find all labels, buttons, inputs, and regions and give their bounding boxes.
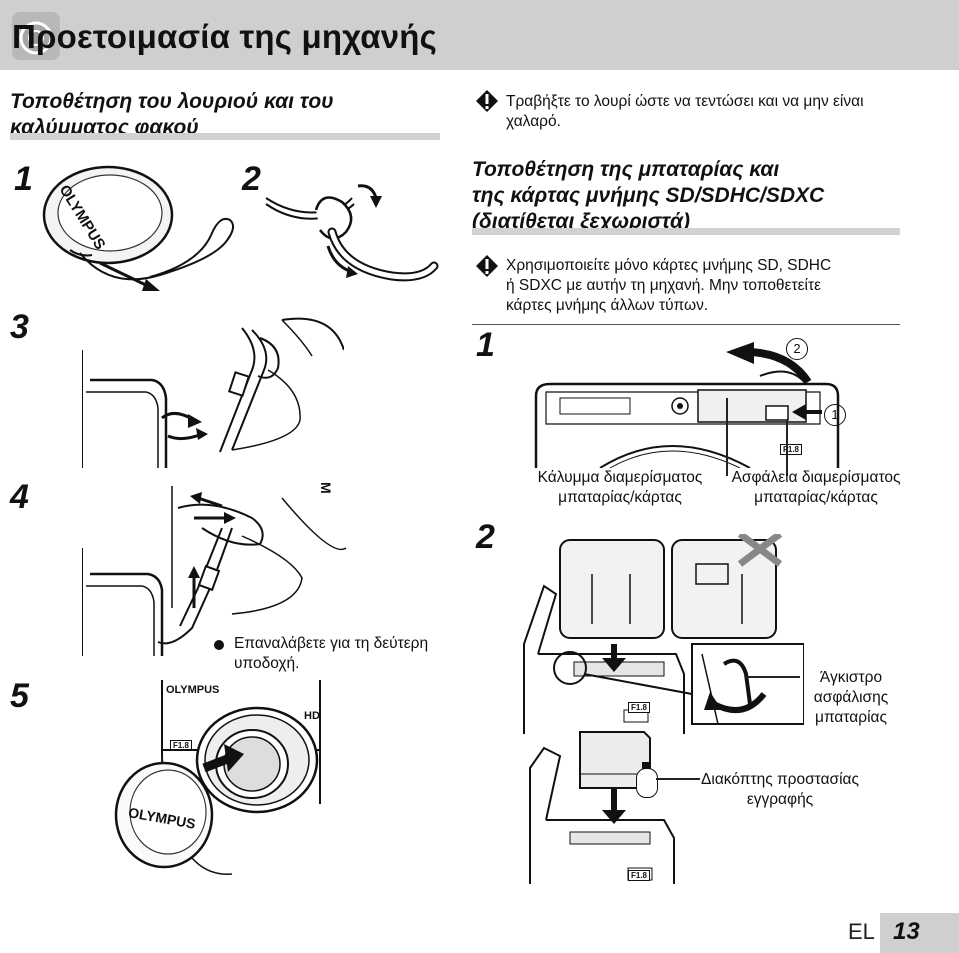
caution-line: ή SDXC με αυτήν τη μηχανή. Μην τοποθετεί… [506, 277, 821, 294]
bullet-line: Επαναλάβετε για τη δεύτερη [234, 635, 429, 652]
divider [472, 324, 900, 325]
section-heading-line: της κάρτας μνήμης SD/SDHC/SDXC [472, 184, 825, 207]
callout-line: Άγκιστρο [819, 669, 883, 686]
caution-line: Χρησιμοποιείτε μόνο κάρτες μνήμης SD, SD… [506, 257, 832, 274]
bullet-line: υποδοχή. [234, 655, 300, 672]
section-heading-battery: Τοποθέτηση της μπαταρίας και της κάρτας … [472, 157, 902, 235]
camera-aperture-label: F1.8 [628, 702, 651, 713]
callout-line: εγγραφής [746, 791, 814, 808]
callout-knob: Άγκιστρο ασφάλισης μπαταρίας [796, 668, 906, 728]
write-protect-switch-icon [636, 768, 658, 798]
page-number: 13 [893, 918, 920, 945]
caution-icon [475, 89, 499, 113]
section-heading-line: (διατίθεται ξεχωριστά) [472, 210, 691, 233]
step-number: 4 [10, 478, 29, 516]
page-header-band [0, 0, 959, 70]
step-number: 1 [476, 326, 495, 364]
battery-insert-illustration [514, 534, 804, 734]
callout-line: Διακόπτης προστασίας [701, 771, 859, 788]
callout-line: Ασφάλεια διαμερίσματος [731, 469, 901, 486]
step-number: 3 [10, 308, 29, 346]
callout-line-cover [726, 398, 728, 476]
callout-line-knob [746, 676, 800, 678]
callout-line: Κάλυμμα διαμερίσματος [537, 469, 703, 486]
strap-attach-camera-illustration [82, 310, 344, 470]
step-number: 1 [14, 160, 33, 198]
callout-line: μπαταρίας/κάρτας [754, 489, 878, 506]
step-number: 2 [476, 518, 495, 556]
card-insert-illustration [514, 728, 714, 884]
step-circle-2: 2 [786, 338, 808, 360]
callout-cover: Κάλυμμα διαμερίσματος μπαταρίας/κάρτας [520, 468, 720, 508]
step-number: 5 [10, 677, 29, 715]
page-number-box [880, 913, 959, 953]
camera-aperture-label: F1.8 [780, 444, 803, 455]
battery-cover-open-illustration [530, 334, 860, 468]
caution-line: χαλαρό. [506, 113, 561, 130]
step5-bullet-text: Επαναλάβετε για τη δεύτερη υποδοχή. [234, 634, 454, 674]
page-title: Προετοιμασία της μηχανής [12, 18, 438, 55]
camera-brand: OLYMPUS [166, 684, 220, 696]
callout-line-lock [786, 420, 788, 476]
lens-cap-attach-illustration [112, 680, 337, 880]
camera-hd-label: HD [304, 710, 320, 722]
section-rule [10, 133, 440, 140]
section-rule [472, 228, 900, 235]
callout-line: μπαταρίας [815, 709, 887, 726]
caution-icon [475, 254, 499, 278]
step-number: 2 [242, 160, 261, 198]
camera-icon [8, 8, 64, 64]
strap-loop-illustration [262, 180, 442, 290]
step-circle-1: 1 [824, 404, 846, 426]
strap-tighten-illustration [82, 478, 352, 658]
callout-line-switch [656, 778, 700, 780]
caution-card-text: Χρησιμοποιείτε μόνο κάρτες μνήμης SD, SD… [506, 256, 946, 316]
camera-aperture-label: F1.8 [170, 740, 193, 751]
caution-line: κάρτες μνήμης άλλων τύπων. [506, 297, 709, 314]
bullet-dot [214, 640, 224, 650]
callout-line: μπαταρίας/κάρτας [558, 489, 682, 506]
section-heading-line: Τοποθέτηση της μπαταρίας και [472, 158, 780, 181]
section-heading-line: Τοποθέτηση του λουριού και του [10, 90, 334, 113]
camera-brand-fragment: M [318, 482, 334, 494]
caution-strap-text: Τραβήξτε το λουρί ώστε να τεντώσει και ν… [506, 92, 946, 132]
camera-aperture-label: F1.8 [628, 870, 651, 881]
lens-cap-string-illustration [40, 165, 240, 300]
caution-line: Τραβήξτε το λουρί ώστε να τεντώσει και ν… [506, 93, 864, 110]
callout-line: ασφάλισης [813, 689, 889, 706]
callout-switch: Διακόπτης προστασίας εγγραφής [696, 770, 864, 810]
language-code: EL [848, 919, 875, 944]
callout-lock: Ασφάλεια διαμερίσματος μπαταρίας/κάρτας [728, 468, 904, 508]
